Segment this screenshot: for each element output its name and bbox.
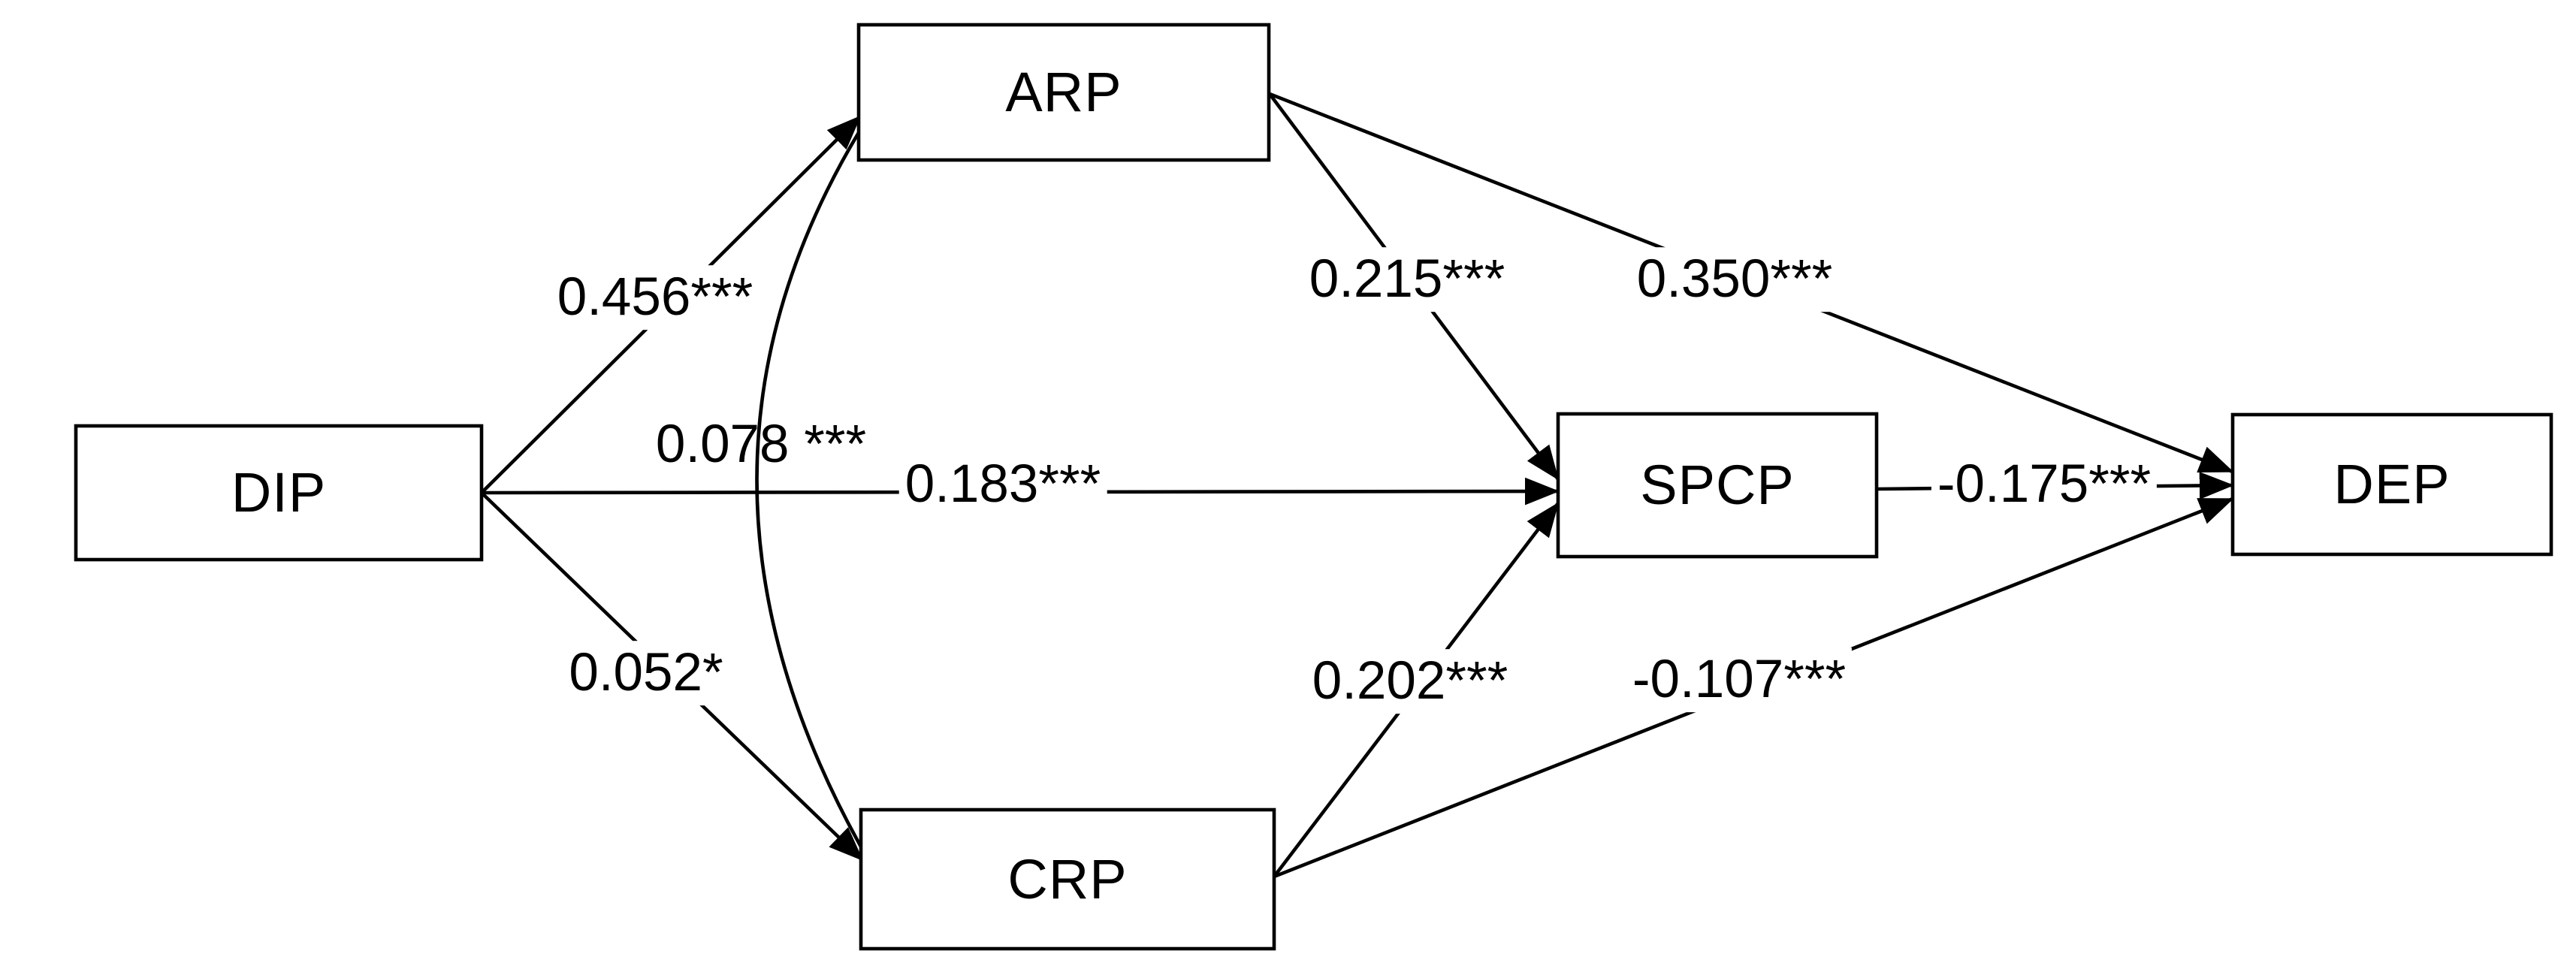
edge-label-crp-spcp: 0.202***: [1306, 649, 1514, 714]
edge-label-dip-crp: 0.052*: [563, 641, 729, 705]
node-label-dep: DEP: [2333, 453, 2451, 515]
edge-label-arp-dep: 0.350***: [1630, 247, 1839, 312]
node-label-crp: CRP: [1007, 847, 1128, 910]
edge-label-dip-spcp: 0.183***: [898, 452, 1107, 517]
node-box-dep: [2230, 412, 2553, 557]
edge-label-crp-dep: -0.107***: [1626, 647, 1853, 712]
node-box-arp: [856, 23, 1271, 162]
node-box-spcp: [1556, 412, 1879, 559]
edge-label-arp-crp: 0.078 ***: [655, 415, 867, 475]
node-box-crp: [859, 807, 1276, 951]
node-box-dip: [74, 424, 484, 562]
edge-label-spcp-dep: -0.175***: [1931, 452, 2158, 517]
node-label-spcp: SPCP: [1640, 454, 1795, 516]
node-label-arp: ARP: [1005, 61, 1122, 123]
edge-label-dip-arp: 0.456***: [551, 265, 760, 330]
edge-label-arp-spcp: 0.215***: [1303, 247, 1511, 312]
node-label-dip: DIP: [231, 461, 327, 524]
edge-curve-arp-crp: [755, 122, 868, 856]
